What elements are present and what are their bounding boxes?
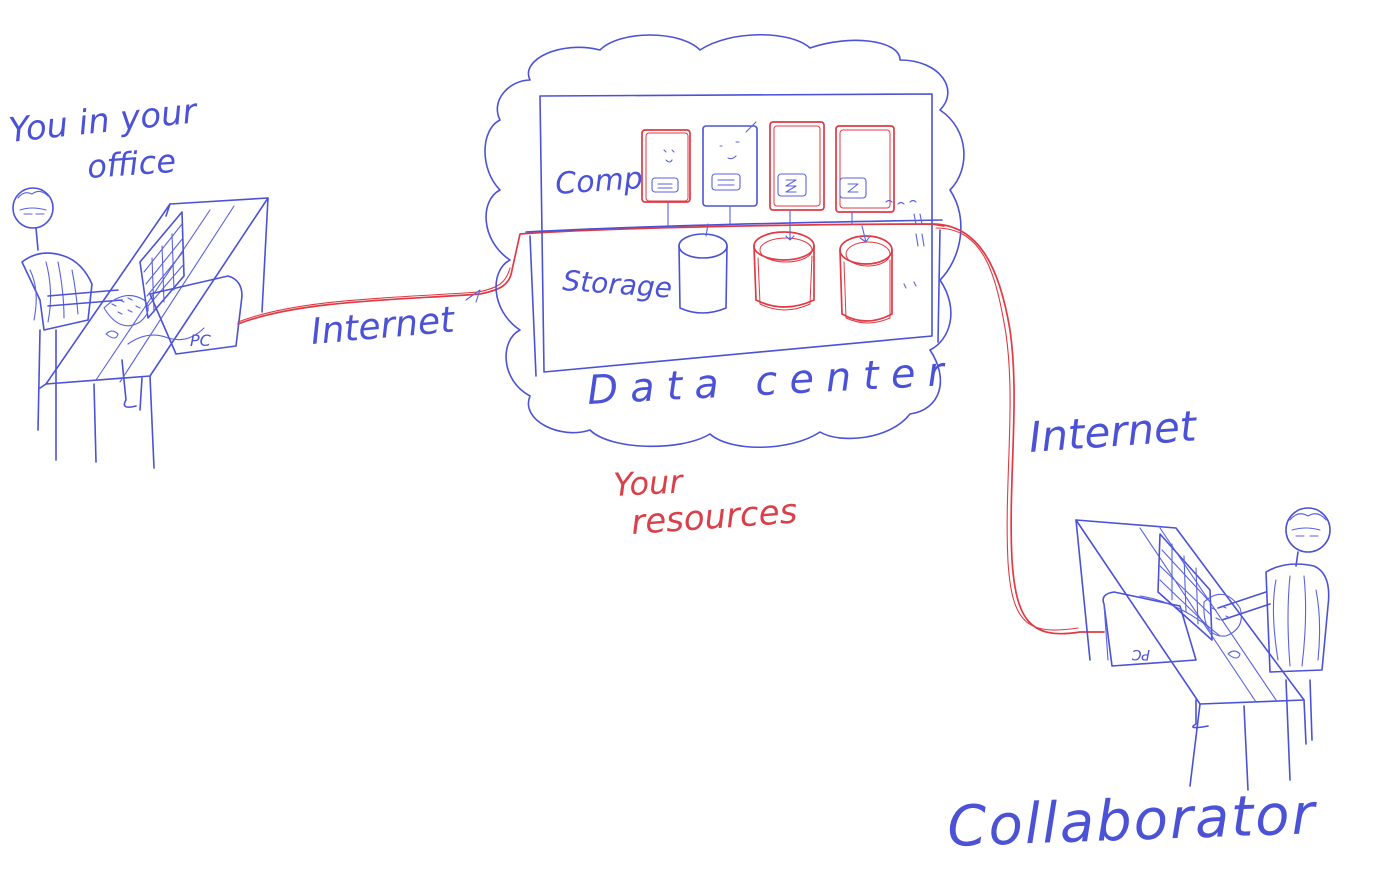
- you-office-label-line2: office: [86, 142, 177, 186]
- server-3: [769, 121, 825, 227]
- left-keyboard: [103, 294, 149, 327]
- storage-cylinder-3: [839, 225, 893, 324]
- left-person-head: [12, 187, 54, 229]
- server-1: [641, 129, 691, 227]
- data-center-label: Data center: [586, 349, 957, 414]
- left-desk: [45, 197, 269, 385]
- left-person-at-desk: PC: [12, 187, 269, 469]
- storage-cylinder-1: [678, 223, 728, 314]
- left-monitor: [139, 211, 185, 319]
- left-pc-label: PC: [190, 331, 212, 350]
- collaborator-label: Collaborator: [946, 782, 1318, 860]
- left-pc-tower: [149, 275, 243, 355]
- data-center-box: [539, 93, 933, 373]
- internet-right-label: Internet: [1027, 401, 1199, 462]
- left-internet-cable: [237, 223, 945, 325]
- right-monitor: [1157, 533, 1213, 641]
- server-2: [702, 121, 758, 225]
- storage-cylinder-2: [753, 223, 815, 311]
- right-internet-cable: [931, 223, 1105, 635]
- right-pc-label: PC: [1132, 646, 1150, 662]
- right-person-at-desk: PC: [1075, 507, 1331, 791]
- right-pc-tower: [1102, 591, 1197, 667]
- right-person-head: [1285, 507, 1331, 553]
- data-center-cloud: Comp Storage: [484, 33, 965, 449]
- right-desk: [1075, 519, 1305, 705]
- your-resources-label-line1: Your: [612, 462, 685, 504]
- cloud-outline: [484, 33, 965, 449]
- internet-left-label: Internet: [309, 299, 457, 353]
- compute-storage-divider: [525, 219, 943, 233]
- right-keyboard: [1203, 593, 1242, 637]
- storage-label: Storage: [562, 264, 674, 305]
- compute-label: Comp: [554, 161, 644, 202]
- server-4: [835, 125, 895, 225]
